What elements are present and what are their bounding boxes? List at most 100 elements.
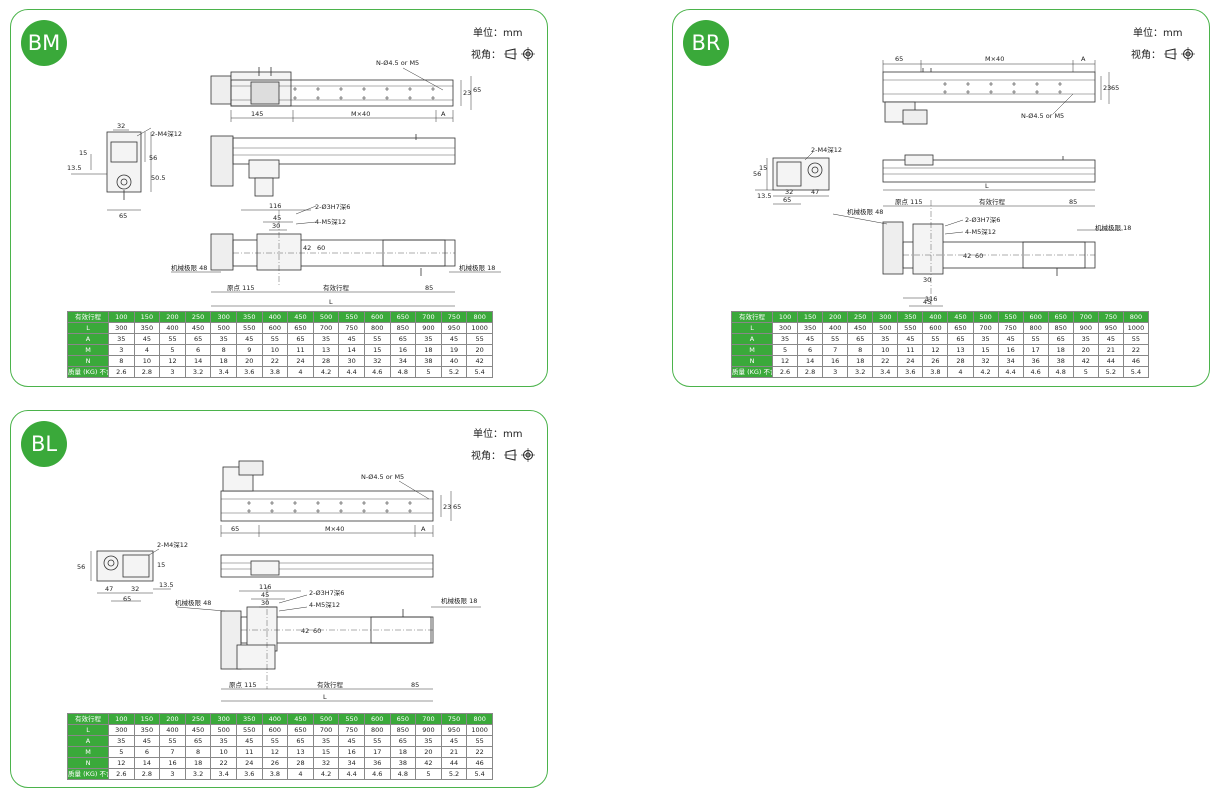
table-cell: 500 xyxy=(872,322,899,334)
table-cell: 35 xyxy=(312,333,340,345)
dim-l: L xyxy=(323,693,327,701)
table-cell: 45 xyxy=(133,735,161,747)
table-cell: 55 xyxy=(159,735,186,747)
table-cell: 1000 xyxy=(466,322,493,334)
table-cell: 3.4 xyxy=(210,768,237,780)
table-cell: 4.6 xyxy=(1022,366,1049,378)
table-cell: 5.4 xyxy=(466,768,493,780)
table-cell: 35 xyxy=(872,333,899,345)
br-technical-drawing: 65 M×40 A 23 65 N-Ø4.5 or M5 2-M4深12 xyxy=(753,55,1131,307)
table-header-cell: 200 xyxy=(822,311,849,323)
table-cell: 20 xyxy=(235,355,263,367)
table-cell: 4.2 xyxy=(972,366,999,378)
table-cell: 32 xyxy=(363,355,391,367)
table-header-cell: 550 xyxy=(997,311,1024,323)
dim-42: 42 xyxy=(963,252,971,260)
table-cell: 5 xyxy=(415,366,442,378)
table-cell: 3.6 xyxy=(235,366,263,378)
dim-23: 23 xyxy=(443,503,451,511)
table-cell: 15 xyxy=(363,344,391,356)
row-label: N xyxy=(67,355,109,367)
dim-145: 145 xyxy=(251,110,263,118)
dim-30: 30 xyxy=(261,599,269,607)
table-cell: 65 xyxy=(389,333,417,345)
table-cell: 18 xyxy=(389,746,417,758)
table-cell: 13 xyxy=(312,344,340,356)
table-cell: 17 xyxy=(363,746,391,758)
table-header-cell: 300 xyxy=(210,713,237,725)
table-cell: 18 xyxy=(415,344,442,356)
table-cell: 4.2 xyxy=(312,366,340,378)
table-cell: 3.6 xyxy=(235,768,263,780)
unit-label: 单位：mm xyxy=(1133,28,1183,39)
row-label: 质量 (KG) 不含电机 xyxy=(731,366,773,378)
table-cell: 32 xyxy=(972,355,999,367)
table-cell: 24 xyxy=(287,355,314,367)
table-header-cell: 100 xyxy=(771,311,799,323)
table-cell: 65 xyxy=(947,333,974,345)
table-cell: 8 xyxy=(847,344,874,356)
view-label: 视角： xyxy=(1131,50,1161,61)
dim-85: 85 xyxy=(425,284,433,292)
table-cell: 44 xyxy=(1097,355,1124,367)
table-header-cell: 200 xyxy=(159,713,186,725)
origin-label: 原点 115 xyxy=(895,198,922,206)
table-cell: 14 xyxy=(184,355,212,367)
table-cell: 2.8 xyxy=(797,366,824,378)
table-cell: 3 xyxy=(159,768,186,780)
dim-23: 23 xyxy=(1103,84,1111,92)
table-cell: 46 xyxy=(1122,355,1150,367)
table-cell: 3.2 xyxy=(184,366,212,378)
table-cell: 55 xyxy=(466,333,493,345)
table-cell: 400 xyxy=(159,724,186,736)
table-cell: 5.4 xyxy=(466,366,493,378)
row-label: M xyxy=(67,344,109,356)
dim-60: 60 xyxy=(975,252,983,260)
br-end-view xyxy=(772,157,830,191)
table-cell: 65 xyxy=(287,735,314,747)
table-cell: 1000 xyxy=(466,724,493,736)
table-header-cell: 350 xyxy=(897,311,924,323)
table-cell: 4.4 xyxy=(997,366,1024,378)
tap-top-note: 4-M5深12 xyxy=(309,600,340,609)
projection-symbol-icon xyxy=(504,447,535,462)
table-header-cell: 有效行程 xyxy=(731,311,773,323)
table-header-cell: 650 xyxy=(1047,311,1074,323)
table-cell: 3.8 xyxy=(261,366,289,378)
table-cell: 300 xyxy=(771,322,799,334)
dim-116: 116 xyxy=(259,583,271,591)
table-cell: 20 xyxy=(1072,344,1099,356)
table-header-cell: 700 xyxy=(1072,311,1099,323)
panel-bm: BM 单位：mm 视角： xyxy=(10,9,548,387)
table-row: 质量 (KG) 不含电机 2.62.833.23.43.63.844.24.44… xyxy=(67,768,493,780)
table-cell: 10 xyxy=(210,746,237,758)
table-cell: 11 xyxy=(897,344,924,356)
dim-30: 30 xyxy=(272,222,280,230)
pin-holes-note: 2-Ø3H7深6 xyxy=(965,215,1000,224)
dim-85: 85 xyxy=(411,681,419,689)
table-cell: 15 xyxy=(312,746,340,758)
table-cell: 42 xyxy=(415,757,442,769)
table-cell: 950 xyxy=(1097,322,1124,334)
table-cell: 4.4 xyxy=(338,768,365,780)
dim-85: 85 xyxy=(1069,198,1077,206)
row-label: A xyxy=(67,735,109,747)
view-angle: 视角： xyxy=(1131,46,1198,61)
table-cell: 4.6 xyxy=(363,768,391,780)
projection-symbol-icon xyxy=(504,46,535,61)
table-cell: 65 xyxy=(1047,333,1074,345)
table-cell: 1000 xyxy=(1122,322,1150,334)
table-cell: 13 xyxy=(947,344,974,356)
dim-65-end: 65 xyxy=(119,212,127,220)
table-cell: 12 xyxy=(771,355,799,367)
table-cell: 45 xyxy=(440,735,468,747)
dim-15: 15 xyxy=(79,149,87,157)
table-header-cell: 400 xyxy=(261,713,289,725)
table-cell: 650 xyxy=(287,322,314,334)
row-label: M xyxy=(731,344,773,356)
table-cell: 19 xyxy=(440,344,468,356)
